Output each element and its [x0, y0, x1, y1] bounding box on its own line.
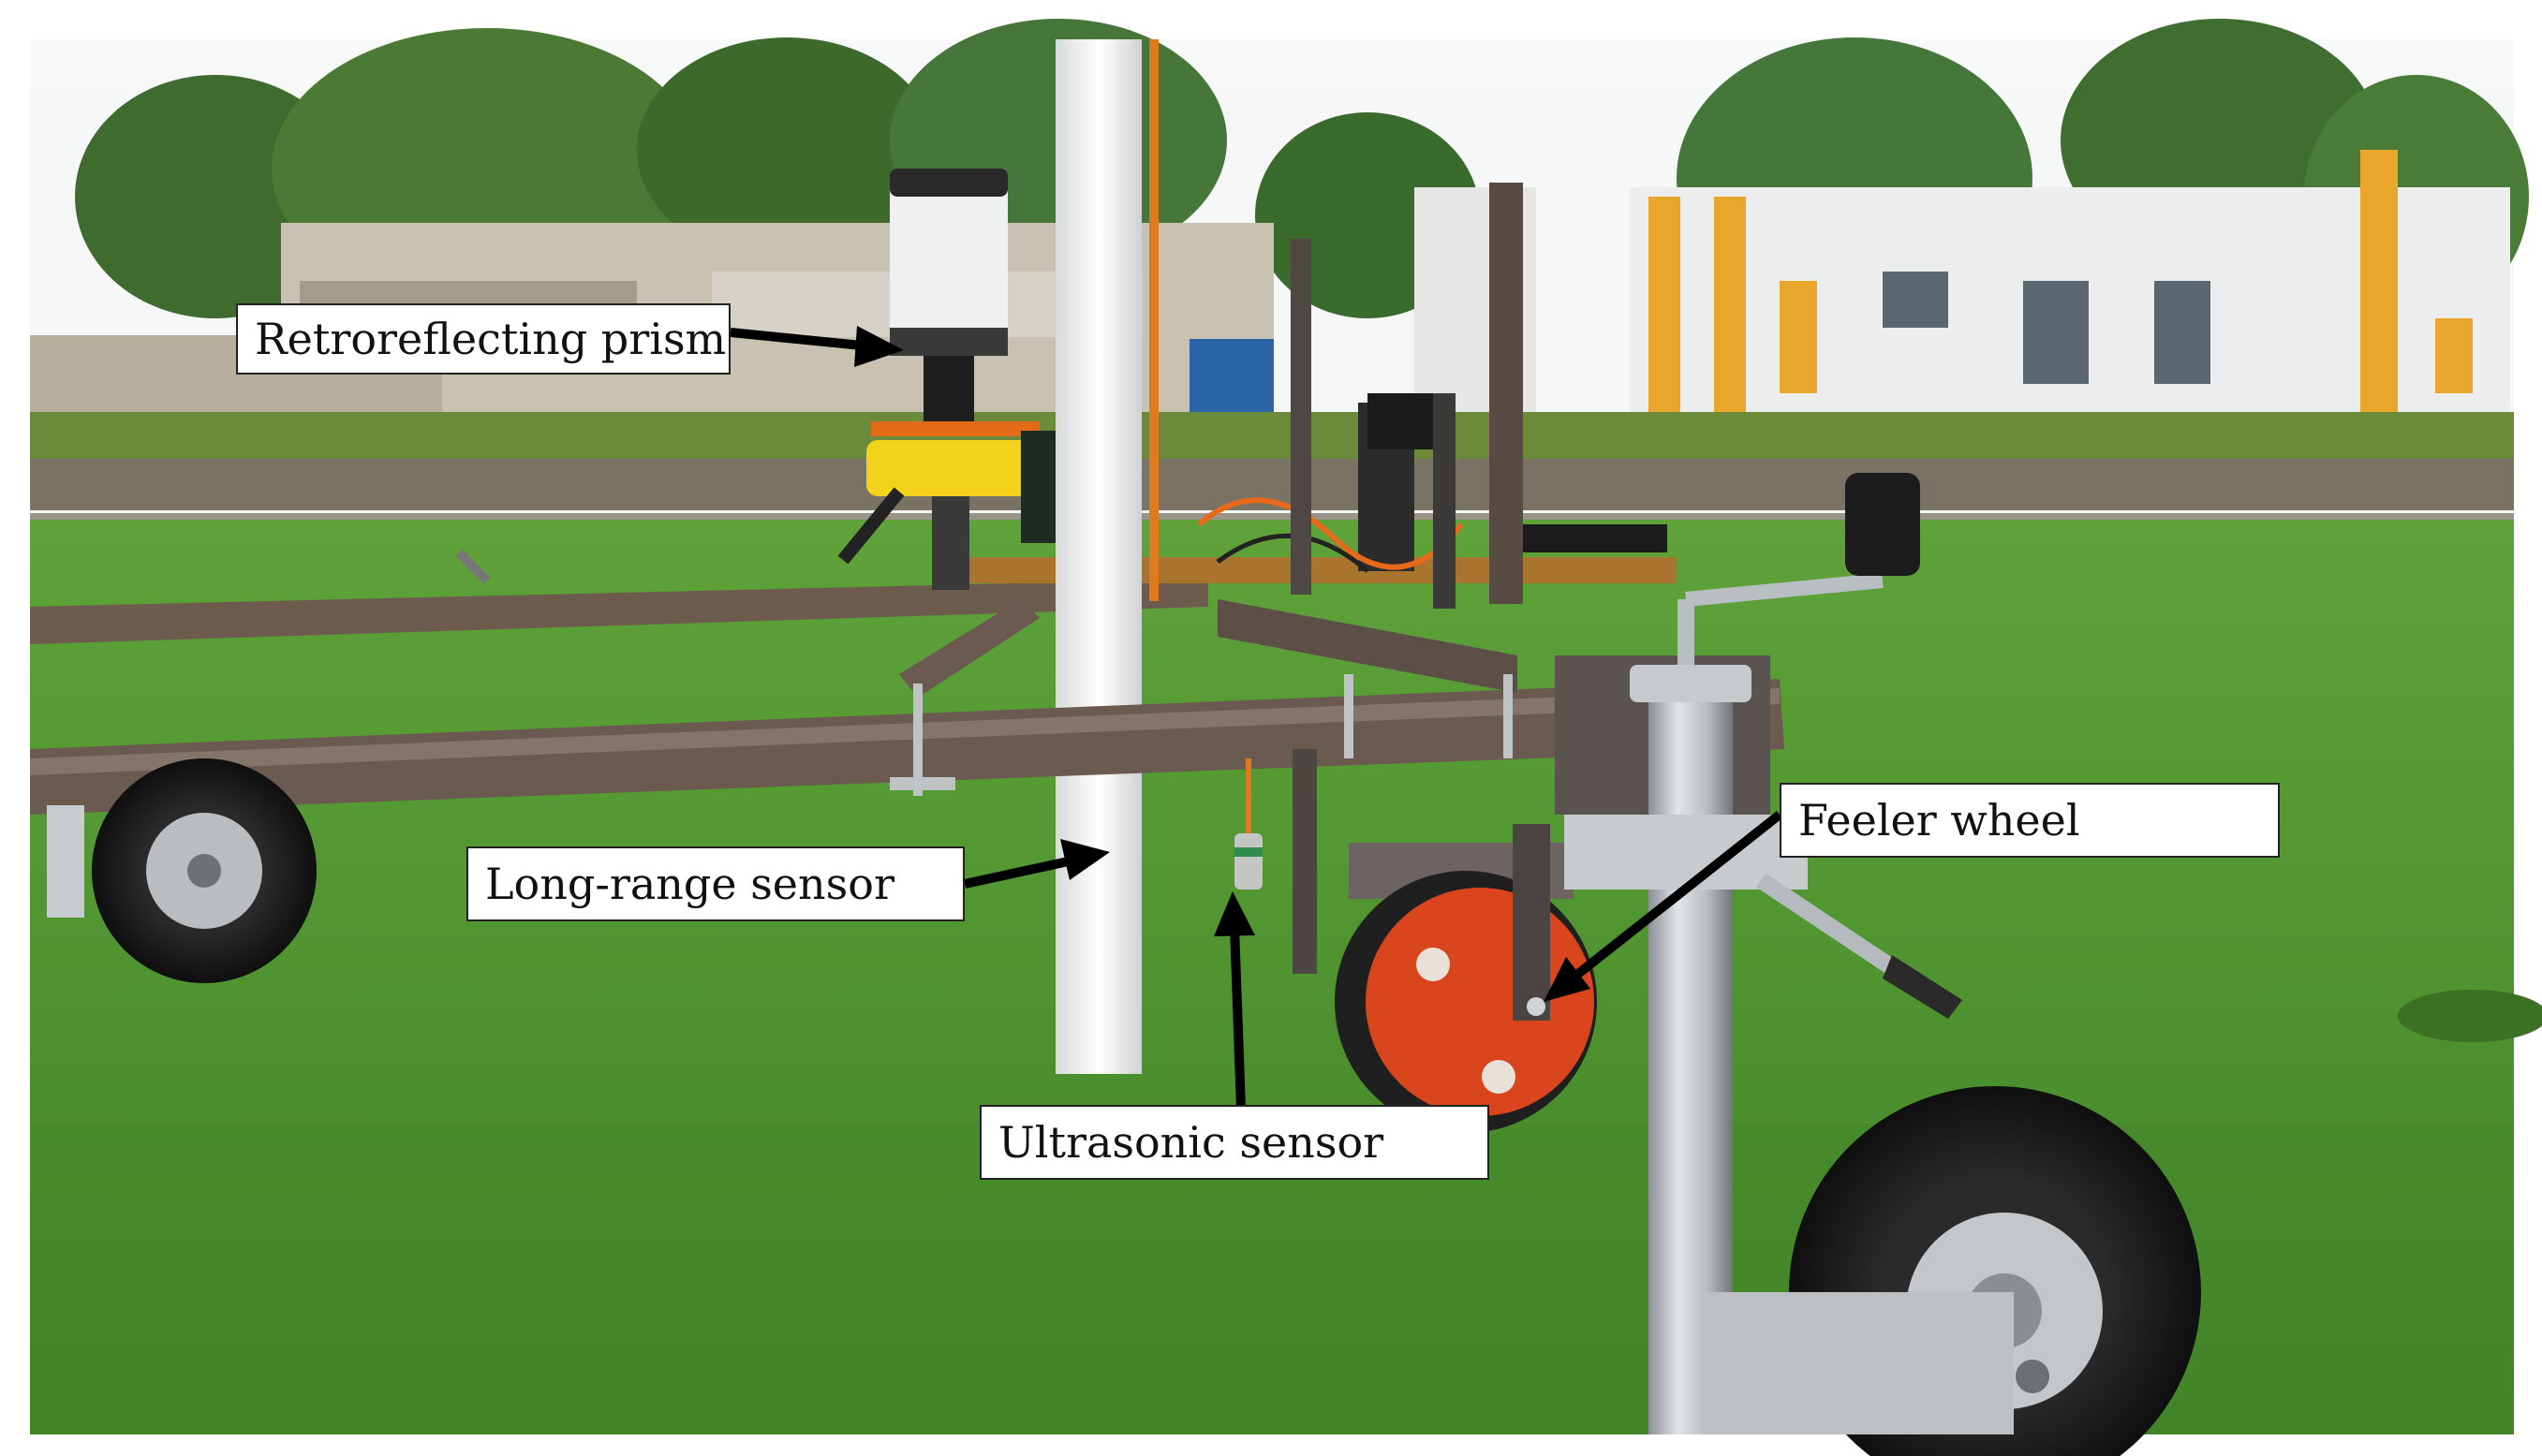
callout-long-range-sensor: Long-range sensor	[466, 846, 965, 921]
back-frame-rail	[30, 549, 1208, 644]
vertical-posts	[1291, 183, 1523, 609]
callout-feeler-wheel: Feeler wheel	[1780, 783, 2280, 858]
embankment	[30, 412, 2514, 522]
front-frame-rail	[30, 599, 1784, 974]
arrow-ultrasonic-sensor	[1214, 891, 1255, 1110]
right-buildings	[1414, 150, 2510, 421]
arrow-feeler-wheel	[1544, 811, 1783, 1002]
callout-retroreflecting-prism: Retroreflecting prism	[236, 303, 731, 375]
left-wheel	[47, 758, 317, 983]
grass-field	[30, 520, 2542, 1434]
arrow-long-range-sensor	[963, 839, 1110, 889]
ultrasonic-sensor	[1234, 758, 1263, 890]
callout-ultrasonic-sensor: Ultrasonic sensor	[980, 1105, 1489, 1180]
arrow-prism	[730, 326, 904, 367]
front-wheel	[1705, 1086, 2201, 1456]
long-range-sensor-pole	[1056, 39, 1159, 1074]
feeler-wheel	[1335, 824, 1597, 1133]
